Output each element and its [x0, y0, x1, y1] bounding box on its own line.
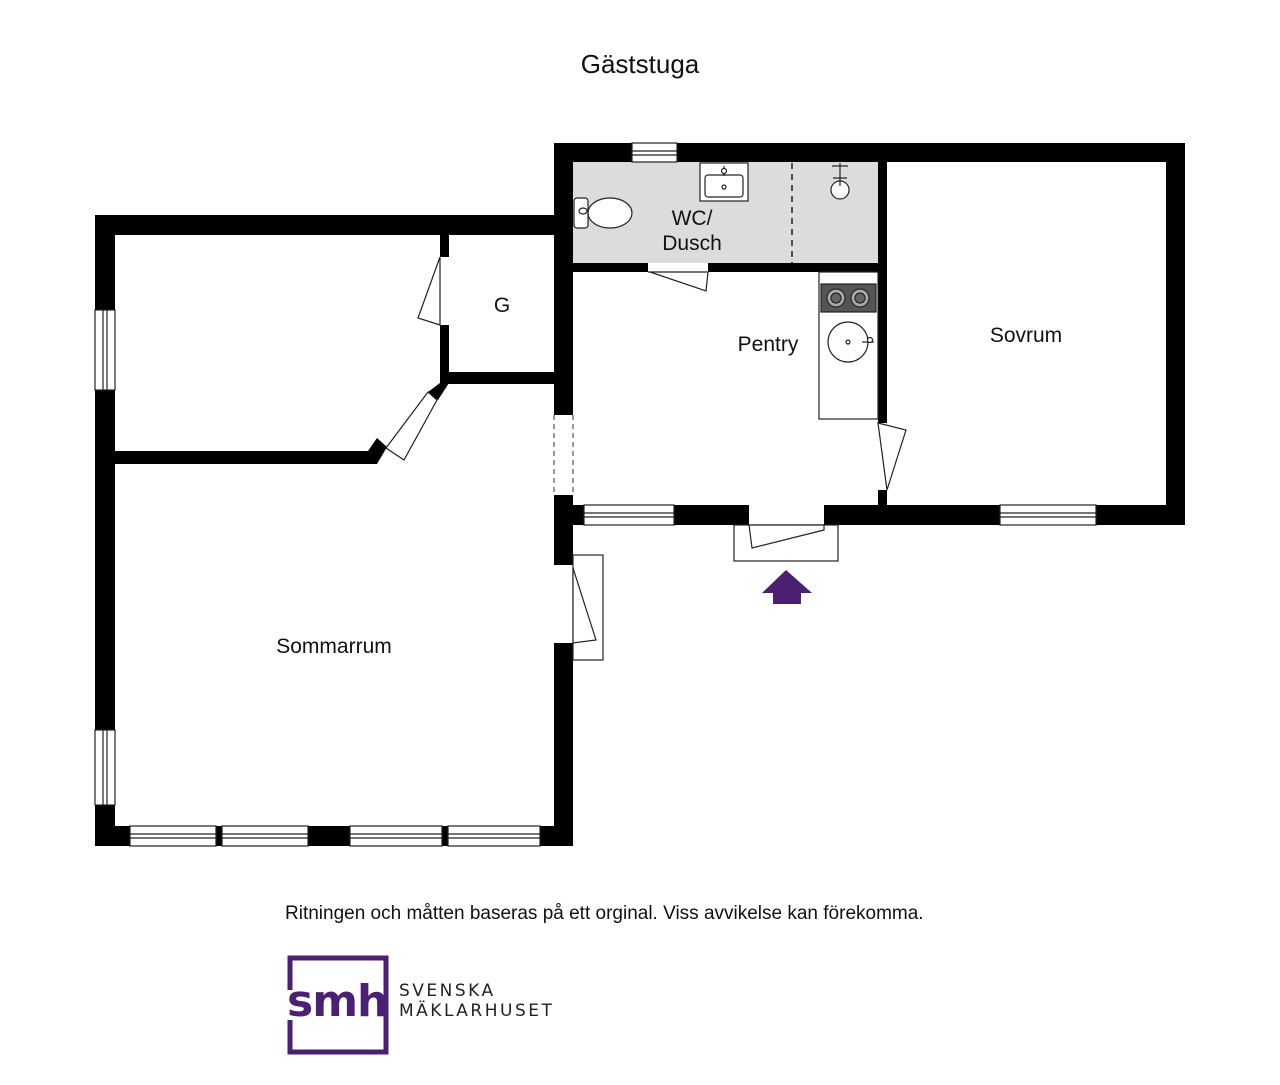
company-logo: smh SVENSKA MÄKLARHUSET — [286, 954, 576, 1058]
washbasin-icon — [699, 162, 749, 202]
logo-line-2: MÄKLARHUSET — [399, 1001, 555, 1021]
disclaimer-text: Ritningen och måtten baseras på ett orgi… — [285, 903, 924, 924]
doors — [385, 256, 907, 661]
kitchen-counter — [818, 271, 879, 420]
logo-line-1: SVENSKA — [399, 981, 496, 1001]
room-label-wc: WC/ — [672, 207, 713, 230]
shower-icon — [830, 163, 850, 200]
room-label-pentry: Pentry — [738, 333, 799, 356]
toilet-icon — [573, 197, 633, 229]
floor-plan: Gäststuga — [94, 49, 1185, 847]
room-label-sommarrum: Sommarrum — [276, 635, 392, 658]
room-label-sovrum: Sovrum — [990, 324, 1062, 347]
entrance-arrow-icon — [762, 570, 812, 604]
room-label-dusch: Dusch — [662, 232, 722, 255]
logo-mark-text: smh — [287, 976, 387, 1027]
plan-title: Gäststuga — [581, 49, 700, 79]
smh-logo-mark: smh — [287, 955, 389, 1055]
room-label-g: G — [494, 294, 510, 317]
logo-company-name: SVENSKA MÄKLARHUSET — [399, 981, 554, 1021]
wall-opening — [553, 415, 574, 495]
windows — [94, 142, 1097, 847]
